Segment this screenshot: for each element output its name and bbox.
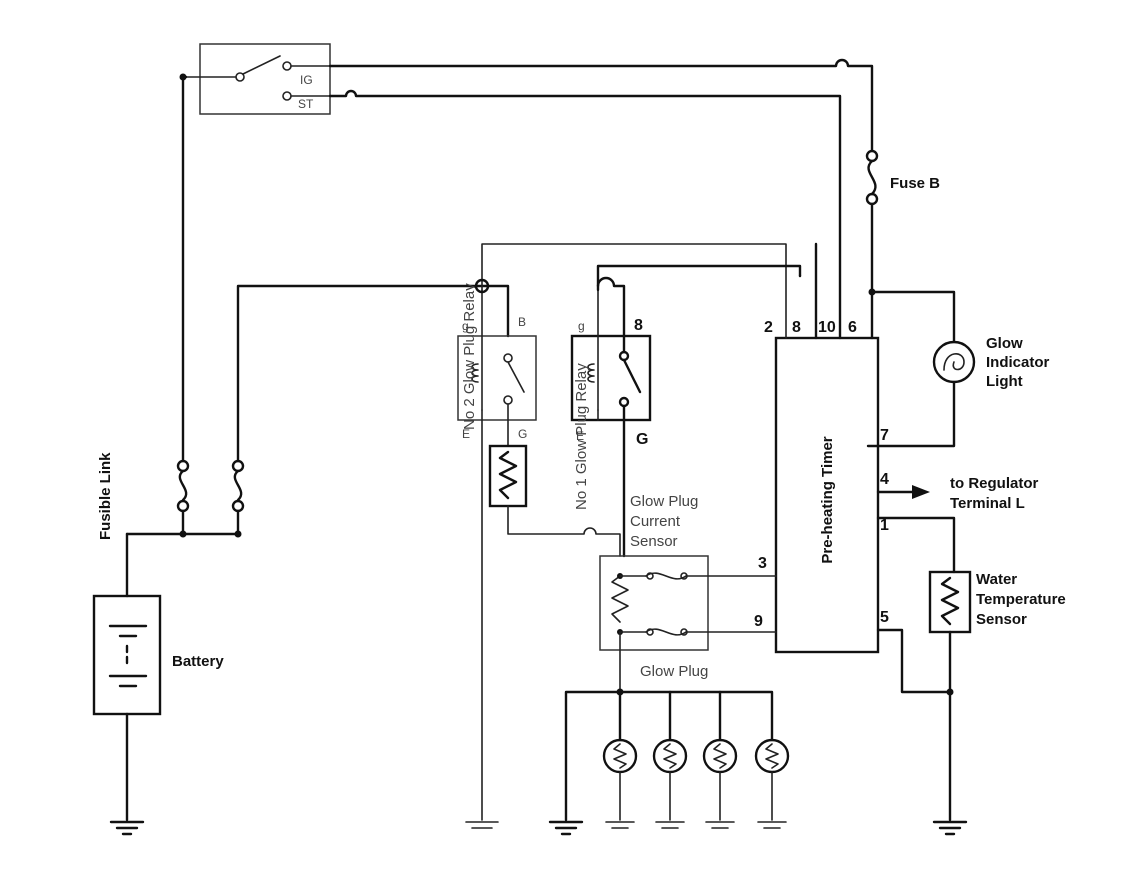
fuse-b-label: Fuse B (890, 175, 940, 192)
glow-indicator-label-2: Indicator (986, 354, 1050, 371)
glow-plug-current-sensor: Glow Plug Current Sensor (599, 493, 709, 651)
current-sensor-label-3: Sensor (630, 533, 678, 550)
glow-plug-3 (702, 738, 738, 829)
fusible-link-label: Fusible Link (97, 452, 114, 540)
no2-relay-label: No 2 Glow Plug Relay (461, 283, 478, 430)
timer-pin-2: 2 (764, 319, 773, 336)
glow-plug-1 (602, 738, 638, 829)
glow-plug-2 (652, 738, 688, 829)
no2-relay-terminal-e: E (462, 427, 470, 441)
fuse-b: Fuse B (865, 149, 940, 206)
timer-pin-1: 1 (880, 517, 889, 534)
ig-wire (328, 58, 874, 152)
no2-relay-terminal-gg: G (518, 427, 527, 441)
no2-glow-plug-relay: No 2 Glow Plug Relay g B E G (457, 283, 537, 441)
current-sensor-label-1: Glow Plug (630, 493, 698, 510)
regulator-output: to Regulator Terminal L (876, 475, 1038, 512)
ground-symbol-no2-relay (465, 821, 499, 829)
timer-pin-8: 8 (792, 319, 801, 336)
timer-label: Pre-heating Timer (819, 436, 836, 563)
glow-plug-4 (754, 738, 790, 829)
glow-indicator-label-1: Glow (986, 335, 1023, 352)
fusible-link-2 (231, 459, 245, 513)
glow-plug-label: Glow Plug (640, 663, 708, 680)
st-terminal-label: ST (298, 97, 314, 111)
regulator-label-1: to Regulator (950, 475, 1038, 492)
series-resistor (488, 444, 528, 508)
battery: Battery (92, 594, 224, 716)
ground-symbol-bus (548, 820, 584, 836)
timer-pin-9: 9 (754, 613, 763, 630)
battery-label: Battery (172, 653, 224, 670)
timer-pin-4: 4 (880, 471, 889, 488)
ig-terminal-label: IG (300, 73, 313, 87)
timer-pin-5: 5 (880, 609, 889, 626)
no1-relay-terminal-g: g (578, 319, 585, 333)
glow-indicator-light: Glow Indicator Light (932, 335, 1050, 390)
current-sensor-label-2: Current (630, 513, 681, 530)
glow-indicator-label-3: Light (986, 373, 1023, 390)
no1-glow-plug-relay: No 1 Glow Plug Relay g 8 E G (570, 289, 652, 510)
regulator-label-2: Terminal L (950, 495, 1025, 512)
pre-heating-timer: Pre-heating Timer 2 8 10 6 7 4 1 3 9 5 (754, 319, 889, 654)
water-sensor-label-3: Sensor (976, 611, 1027, 628)
water-temperature-sensor: Water Temperature Sensor (928, 570, 1066, 634)
no1-relay-terminal-e: E (576, 429, 584, 443)
no1-relay-terminal-gg: G (636, 431, 648, 448)
timer-pin-10: 10 (818, 319, 836, 336)
water-sensor-label-1: Water (976, 571, 1017, 588)
timer-pin-3: 3 (758, 555, 767, 572)
timer-pin-6: 6 (848, 319, 857, 336)
st-wire (328, 89, 842, 340)
no2-relay-terminal-b: B (518, 315, 526, 329)
ground-symbol-sensor (932, 820, 968, 836)
no1-relay-terminal-b: 8 (634, 317, 643, 334)
ignition-switch: IG ST (185, 43, 331, 115)
no2-relay-terminal-g: g (462, 319, 469, 333)
no1-relay-label: No 1 Glow Plug Relay (573, 363, 590, 510)
timer-pin-7: 7 (880, 427, 889, 444)
water-sensor-label-2: Temperature (976, 591, 1066, 608)
fusible-link-1 (176, 459, 190, 513)
ground-symbol-battery (109, 820, 145, 836)
